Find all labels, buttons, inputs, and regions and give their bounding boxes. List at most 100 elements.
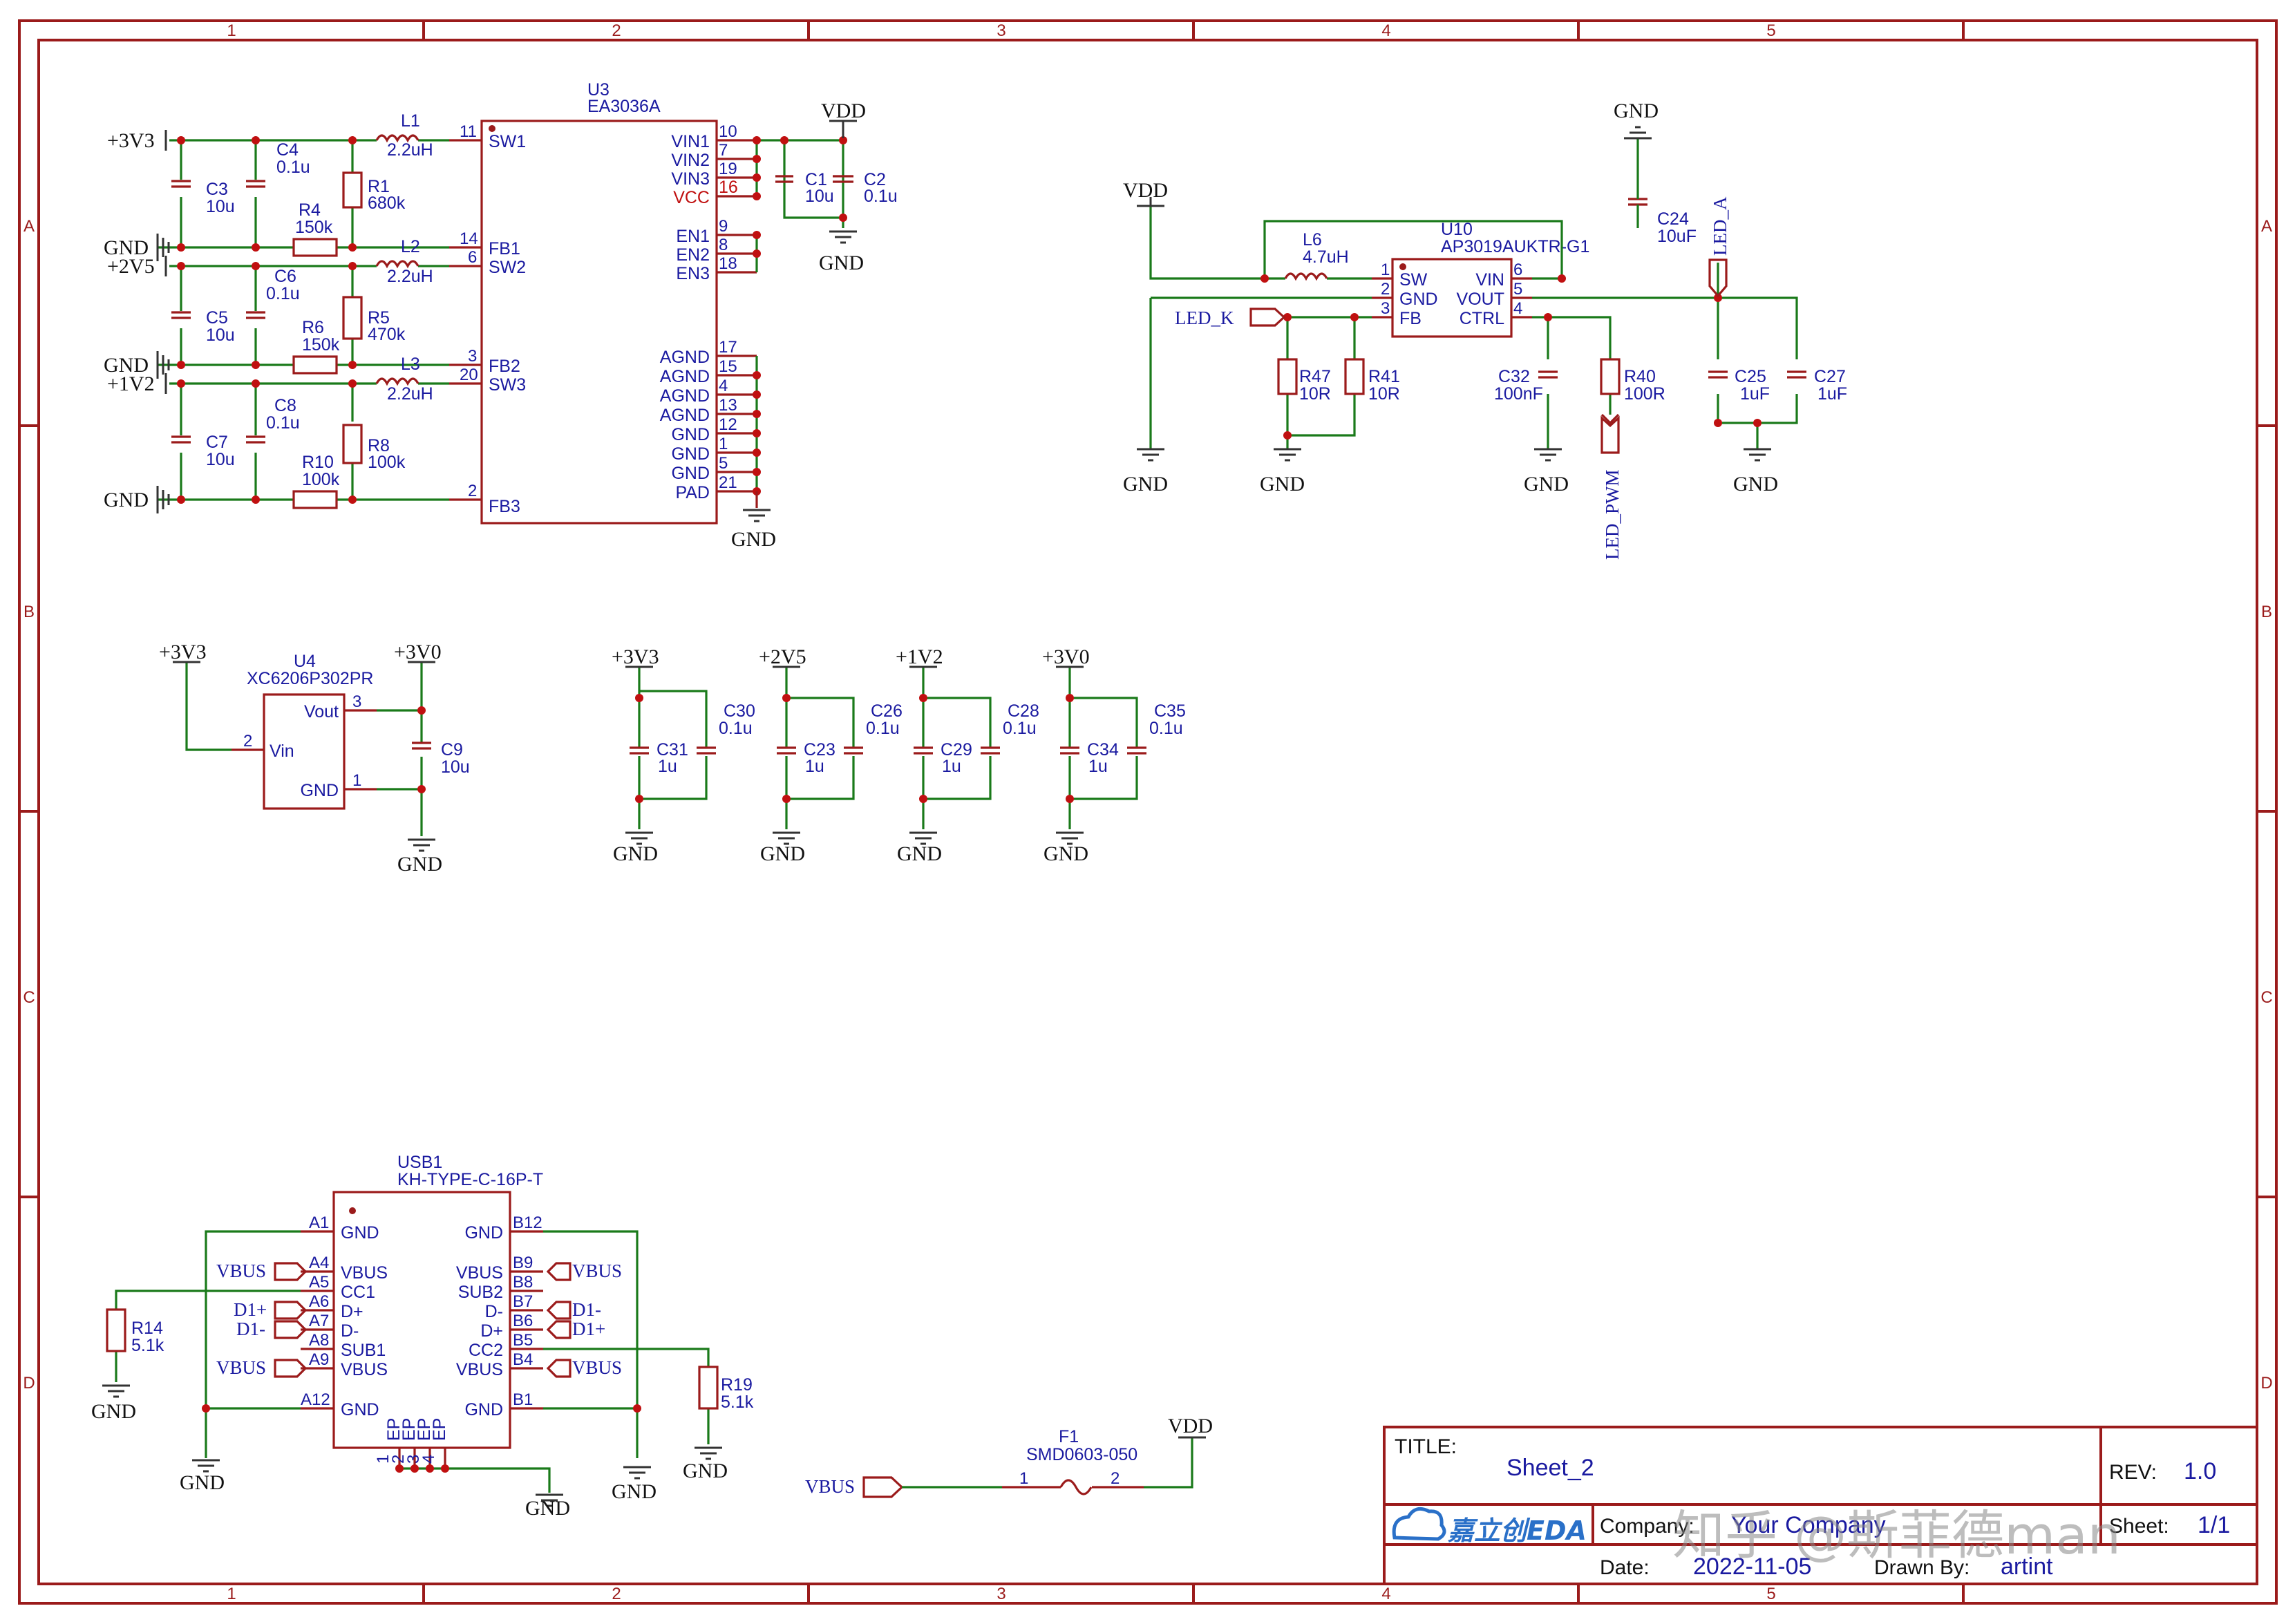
c6-value: 0.1u xyxy=(266,284,300,303)
l3-value: 2.2uH xyxy=(387,384,433,404)
drawn-value: artint xyxy=(2001,1554,2053,1580)
pin-num: 3 xyxy=(352,692,361,711)
fuse-f1[interactable]: VBUS VDD F1 SMD0603-050 1 2 xyxy=(805,1415,1213,1498)
pin-name: GND xyxy=(671,444,710,464)
cap-value: 1u xyxy=(805,757,824,776)
pin-num: 11 xyxy=(460,122,477,141)
cap-value: 0.1u xyxy=(1149,719,1183,738)
r1-ref: R1 xyxy=(368,177,390,196)
sheet-value: 1/1 xyxy=(2198,1512,2230,1538)
col-label-4-bottom: 4 xyxy=(1381,1585,1390,1603)
pin-name: CC2 xyxy=(469,1341,503,1360)
r1-value: 680k xyxy=(368,193,406,213)
ep-pin-num: 3 xyxy=(404,1455,423,1464)
c8-value: 0.1u xyxy=(266,413,300,433)
pin-num: A8 xyxy=(309,1331,329,1350)
pin-num: B6 xyxy=(513,1312,533,1330)
pin-num: B8 xyxy=(513,1273,533,1292)
pin-name: AGND xyxy=(660,367,710,386)
pin-name: FB1 xyxy=(489,239,520,258)
pin-name: SW xyxy=(1399,270,1428,290)
title-block: TITLE: Sheet_2 REV: 1.0 嘉立创EDA Company: … xyxy=(1383,1426,2258,1585)
pin-num: 2 xyxy=(1111,1469,1120,1488)
row-label-b: B xyxy=(23,603,35,621)
r10-ref: R10 xyxy=(302,453,334,472)
pin-name: GND xyxy=(464,1400,503,1419)
pin-name: D+ xyxy=(480,1321,503,1341)
gnd-label: GND xyxy=(613,842,658,865)
gnd-label: GND xyxy=(760,842,805,865)
gnd-label: GND xyxy=(525,1497,570,1520)
rail-3v3-label: +3V3 xyxy=(159,641,207,663)
gnd-label: GND xyxy=(819,252,864,274)
col-label-1-bottom: 1 xyxy=(227,1585,236,1603)
r40-value: 100R xyxy=(1624,384,1665,404)
pin-name: SW1 xyxy=(489,132,526,151)
usb-part: KH-TYPE-C-16P-T xyxy=(397,1170,543,1189)
col-label-1: 1 xyxy=(227,21,236,40)
gnd-label: GND xyxy=(1260,473,1305,495)
col-label-3: 3 xyxy=(997,21,1005,40)
pin-num: 9 xyxy=(719,217,728,236)
pin-name: VBUS xyxy=(456,1360,503,1379)
pin-name: GND xyxy=(464,1223,503,1243)
l1-ref: L1 xyxy=(401,111,420,131)
pin-name: SUB2 xyxy=(458,1283,503,1302)
c9-value: 10u xyxy=(441,757,470,777)
pin-num: 21 xyxy=(719,473,737,492)
net-led-pwm: LED_PWM xyxy=(1602,470,1623,560)
pin-name: FB xyxy=(1399,309,1422,328)
u10-ref: U10 xyxy=(1441,220,1473,239)
net-vbus: VBUS xyxy=(216,1357,266,1378)
c8-ref: C8 xyxy=(274,396,296,415)
cap-value: 0.1u xyxy=(1003,719,1037,738)
l6-ref: L6 xyxy=(1303,230,1322,249)
pin-name: EN2 xyxy=(676,245,710,265)
pin-num: 1 xyxy=(1019,1469,1028,1488)
vdd-label: VDD xyxy=(1123,179,1168,202)
date-label: Date: xyxy=(1600,1556,1650,1579)
r6-value: 150k xyxy=(302,335,340,355)
gnd-label: GND xyxy=(180,1471,225,1494)
pin-num: B4 xyxy=(513,1350,533,1369)
c5-ref: C5 xyxy=(206,308,228,328)
c24-value: 10uF xyxy=(1657,227,1697,246)
l1-value: 2.2uH xyxy=(387,140,433,160)
r5-ref: R5 xyxy=(368,308,390,328)
row-label-a-right: A xyxy=(2261,217,2272,236)
u3-ref: U3 xyxy=(587,80,610,100)
pin-num: A5 xyxy=(309,1273,329,1292)
pin-name: CTRL xyxy=(1460,309,1504,328)
col-label-5-bottom: 5 xyxy=(1766,1585,1775,1603)
net-d1p: D1+ xyxy=(572,1319,605,1339)
gnd-label: GND xyxy=(104,354,149,377)
pin-num: 3 xyxy=(468,347,477,366)
rail-label: +2V5 xyxy=(759,645,806,668)
f1-part: SMD0603-050 xyxy=(1026,1445,1137,1464)
pin-num: 2 xyxy=(1381,280,1390,299)
ep-label: EP xyxy=(399,1418,419,1441)
vdd-label: VDD xyxy=(1168,1415,1213,1437)
f1-ref: F1 xyxy=(1059,1427,1079,1446)
c6-ref: C6 xyxy=(274,267,296,286)
u10-part: AP3019AUKTR-G1 xyxy=(1441,237,1589,256)
pin-name: VIN1 xyxy=(671,132,710,151)
pin-num: 14 xyxy=(460,229,478,248)
pin-num: 1 xyxy=(1381,261,1390,279)
gnd-label: GND xyxy=(91,1400,136,1423)
pin-num: A12 xyxy=(301,1390,330,1409)
cap-ref: C26 xyxy=(871,701,903,721)
c25-value: 1uF xyxy=(1740,384,1770,404)
pin-num: B1 xyxy=(513,1390,533,1409)
sheet-label: Sheet: xyxy=(2109,1515,2169,1538)
pin-num: A4 xyxy=(309,1254,329,1272)
pin-num: 4 xyxy=(719,377,728,395)
buck-channels: +3V3 +2V5 +1V2 GND GND GND L12.2uH L22.2… xyxy=(104,111,449,513)
